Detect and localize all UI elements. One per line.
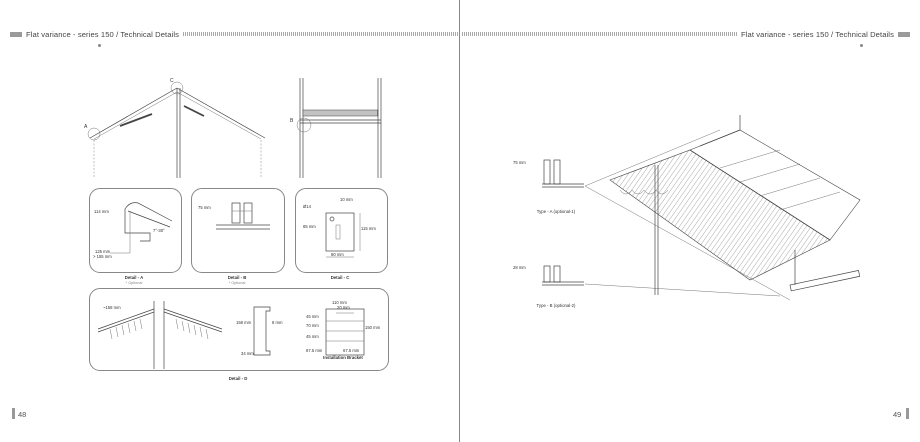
detail-a-dim-125: 125 mm xyxy=(95,249,111,254)
detail-c-dim-10: 10 mm xyxy=(340,197,353,202)
bracket-d675b: 67.5 mm xyxy=(343,348,360,353)
leader-lines xyxy=(584,129,791,301)
detail-d-dim-158a: ~158 mm xyxy=(103,305,121,310)
detail-a-caption: Detail - A xyxy=(124,275,144,280)
detail-a-note: * Optional xyxy=(125,281,143,285)
detail-d-caption: Detail - D xyxy=(228,376,248,381)
right-page: Flat variance - series 150 / Technical D… xyxy=(460,0,920,442)
detail-d-box xyxy=(89,288,389,371)
bracket-title: Installation Bracket xyxy=(323,355,363,360)
label-a: A xyxy=(84,124,88,130)
detail-a-dim-155: > 155 mm xyxy=(93,254,112,259)
detail-b-box xyxy=(191,188,285,273)
detail-b-dim-75: 75 mm xyxy=(198,205,211,210)
book-spine xyxy=(459,0,460,442)
detail-b-caption: Detail - B xyxy=(227,275,247,280)
type-b-dim: 28 mm xyxy=(513,265,526,270)
left-page: Flat variance - series 150 / Technical D… xyxy=(10,29,458,419)
left-header: Flat variance - series 150 / Technical D… xyxy=(10,29,458,39)
page-number-right: 49 xyxy=(893,410,902,419)
header-marker xyxy=(898,31,910,37)
bracket-d70: 70 mm xyxy=(306,323,319,328)
bracket-d110: 110 mm xyxy=(332,300,347,305)
detail-c-dia: Ø14 xyxy=(303,204,311,209)
label-c: C xyxy=(170,78,174,84)
detail-c-caption: Detail - C xyxy=(330,275,350,280)
detail-a-box xyxy=(89,188,182,273)
bracket-d20: 20 mm xyxy=(337,305,350,310)
right-header: Flat variance - series 150 / Technical D… xyxy=(462,29,910,39)
detail-a-dim-114: 114 mm xyxy=(94,209,109,214)
bracket-d150: 150 mm xyxy=(365,325,381,330)
page-number-left: 48 xyxy=(18,410,27,419)
label-b: B xyxy=(290,118,294,124)
detail-c-dim-85: 85 mm xyxy=(303,224,316,229)
side-view-drawing xyxy=(296,78,382,178)
page-bar-left xyxy=(12,408,15,419)
detail-d-dim-8: 8 mm xyxy=(272,320,283,325)
type-a-dim: 75 mm xyxy=(513,160,526,165)
detail-d-dim-34: 34 mm xyxy=(241,351,254,356)
type-a-caption: Type - A (optional-1) xyxy=(536,209,576,214)
type-b-drawing xyxy=(542,265,584,286)
header-hatch xyxy=(462,32,737,36)
type-b-caption: Type - B (optional-2) xyxy=(536,303,576,308)
bracket-d45b: 45 mm xyxy=(306,334,319,339)
header-dot xyxy=(860,44,863,47)
right-header-title: Flat variance - series 150 / Technical D… xyxy=(740,29,894,39)
bracket-d45a: 45 mm xyxy=(306,314,319,319)
detail-a-angle: 7°-30° xyxy=(153,228,165,233)
detail-d-dim-158b: 158 mm xyxy=(236,320,252,325)
header-marker xyxy=(10,31,22,37)
header-hatch xyxy=(183,32,458,36)
left-header-title: Flat variance - series 150 / Technical D… xyxy=(26,29,180,39)
detail-c-dim-80: 80 mm xyxy=(331,252,344,257)
detail-c-box xyxy=(295,188,388,273)
detail-b-note: * Optional xyxy=(228,281,246,285)
detail-c-dim-115: 115 mm xyxy=(361,226,376,231)
header-dot xyxy=(98,44,101,47)
isometric-structure-drawing xyxy=(609,115,861,295)
bracket-d675a: 67.5 mm xyxy=(306,348,323,353)
gable-front-drawing xyxy=(87,81,266,178)
type-a-drawing xyxy=(542,159,584,188)
page-bar-right xyxy=(906,408,909,419)
